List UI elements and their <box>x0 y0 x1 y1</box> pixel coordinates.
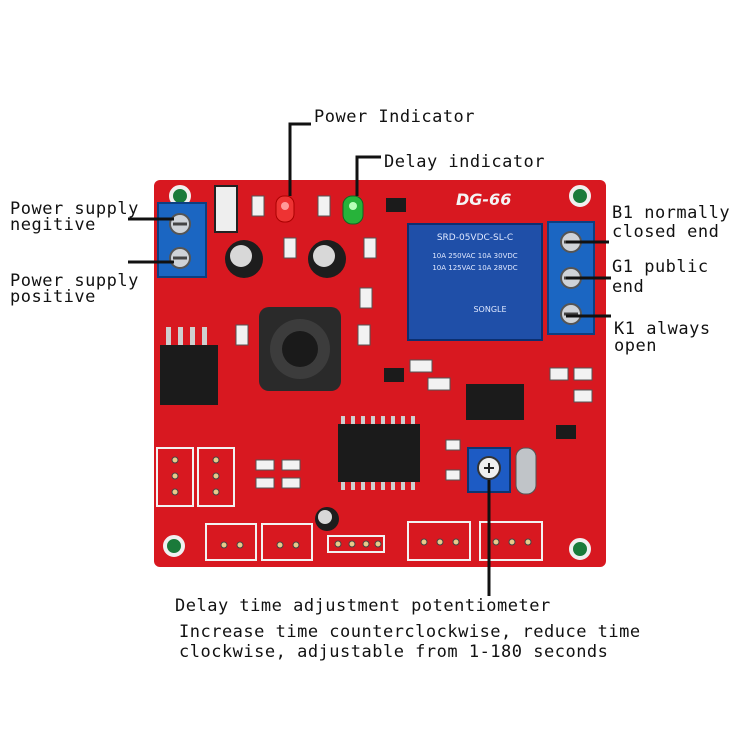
annotation-lines <box>128 122 611 596</box>
pin-headers <box>156 447 543 561</box>
inductor <box>259 307 341 391</box>
label-b1-1: B1 normally <box>612 203 731 223</box>
relay-spec-1: 10A 250VAC 10A 30VDC <box>432 252 517 260</box>
power-led <box>275 195 295 223</box>
label-pot-desc-2: clockwise, adjustable from 1-180 seconds <box>179 642 609 662</box>
power-indicator-line <box>288 122 311 196</box>
smd-components <box>235 195 593 489</box>
header-pins <box>171 456 532 549</box>
label-power-positive-1: Power supply <box>10 271 139 291</box>
ic-pins <box>166 327 415 490</box>
board-model-text: DG-66 <box>456 190 511 209</box>
label-g1-2: end <box>612 277 645 297</box>
capacitors <box>225 240 346 531</box>
label-pot-desc-1: Increase time counterclockwise, reduce t… <box>179 622 641 642</box>
label-k1-1: K1 always <box>614 319 711 339</box>
label-delay-indicator: Delay indicator <box>384 152 546 172</box>
label-b1-2: closed end <box>612 222 720 242</box>
label-power-positive-2: positive <box>10 287 96 307</box>
label-power-negative-2: negitive <box>10 215 96 235</box>
delay-indicator-line <box>355 155 381 196</box>
relay-brand: SONGLE <box>473 305 506 314</box>
integrated-circuits <box>160 185 524 482</box>
label-power-negative-1: Power supply <box>10 199 139 219</box>
label-g1-1: G1 public <box>612 257 709 277</box>
label-pot-title: Delay time adjustment potentiometer <box>175 596 551 616</box>
crystal <box>515 447 537 495</box>
transistors <box>384 198 576 439</box>
relay-spec-2: 10A 125VAC 10A 28VDC <box>432 264 517 272</box>
label-k1-2: open <box>614 336 657 356</box>
relay: SRD-05VDC-SL-C 10A 250VAC 10A 30VDC 10A … <box>407 223 543 341</box>
delay-led <box>342 195 364 225</box>
label-power-indicator: Power Indicator <box>314 107 476 127</box>
power-terminal-block <box>157 202 207 278</box>
relay-model-text: SRD-05VDC-SL-C <box>437 233 513 243</box>
